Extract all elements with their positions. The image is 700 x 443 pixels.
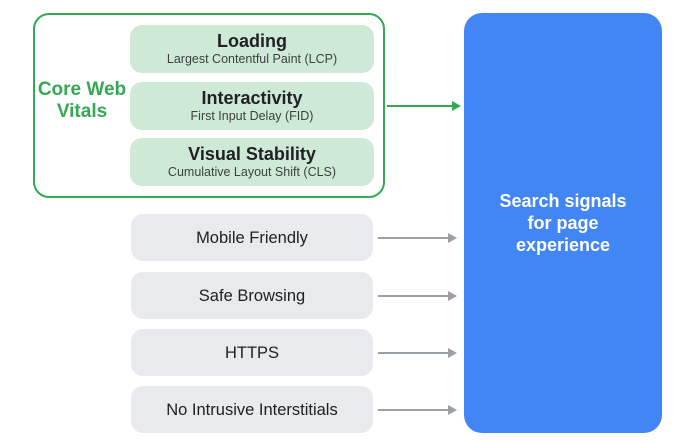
core-web-vitals-arrow: [387, 105, 452, 107]
signal-label-safe-browsing: Safe Browsing: [198, 286, 306, 305]
signal-box-mobile-friendly: Mobile Friendly: [131, 214, 373, 261]
signal-box-no-intrusive-interstitials: No Intrusive Interstitials: [131, 386, 373, 433]
search-signals-result-label: Search signals for page experience: [499, 191, 627, 255]
vital-title-interactivity: Interactivity: [201, 88, 303, 108]
https-arrow: [378, 351, 448, 354]
signal-label-mobile-friendly: Mobile Friendly: [196, 228, 308, 247]
safe-browsing-arrow: [378, 294, 448, 297]
vital-title-loading: Loading: [217, 31, 287, 51]
signal-box-safe-browsing: Safe Browsing: [131, 272, 373, 319]
vital-subtitle-lcp: Largest Contentful Paint (LCP): [166, 52, 338, 66]
vital-box-visual-stability: Visual Stability Cumulative Layout Shift…: [130, 138, 374, 186]
signal-box-https: HTTPS: [131, 329, 373, 376]
vital-subtitle-fid: First Input Delay (FID): [190, 109, 314, 123]
no-intrusive-interstitials-arrow: [378, 408, 448, 411]
search-signals-result-box: Search signals for page experience: [464, 13, 662, 433]
mobile-friendly-arrow: [378, 236, 448, 239]
vital-box-interactivity: Interactivity First Input Delay (FID): [130, 82, 374, 130]
signal-label-no-intrusive-interstitials: No Intrusive Interstitials: [166, 400, 338, 419]
core-web-vitals-label: Core Web Vitals: [37, 79, 127, 122]
vital-subtitle-cls: Cumulative Layout Shift (CLS): [167, 165, 337, 179]
vital-title-visual-stability: Visual Stability: [188, 144, 316, 164]
vital-box-loading: Loading Largest Contentful Paint (LCP): [130, 25, 374, 73]
signal-label-https: HTTPS: [224, 343, 280, 362]
